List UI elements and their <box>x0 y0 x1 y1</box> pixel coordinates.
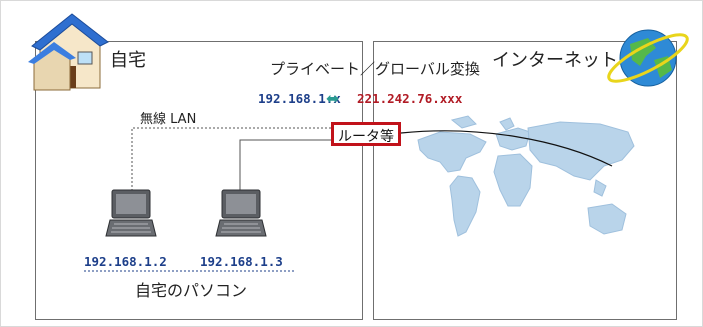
home-zone <box>35 41 363 320</box>
home-computers-caption: 自宅のパソコン <box>135 281 248 300</box>
conversion-label: プライベート／グローバル変換 <box>270 60 480 78</box>
home-label: 自宅 <box>110 50 146 71</box>
laptop-icon <box>215 189 267 237</box>
pc2-ip-label: 192.168.1.3 <box>200 254 283 269</box>
wireless-lan-label: 無線 LAN <box>140 112 197 127</box>
internet-label: インターネット <box>492 50 618 71</box>
router-box: ルータ等 <box>331 122 401 146</box>
swap-arrow-icon: ⬌ <box>326 89 340 108</box>
house-icon <box>28 13 109 91</box>
private-ip-label: 192.168.1.x <box>258 91 341 106</box>
globe-icon <box>607 29 689 87</box>
world-map-icon <box>417 115 635 237</box>
internet-zone <box>373 41 677 320</box>
laptop-icon <box>105 189 157 237</box>
pc1-ip-label: 192.168.1.2 <box>84 254 167 269</box>
global-ip-label: 221.242.76.xxx <box>357 91 463 106</box>
